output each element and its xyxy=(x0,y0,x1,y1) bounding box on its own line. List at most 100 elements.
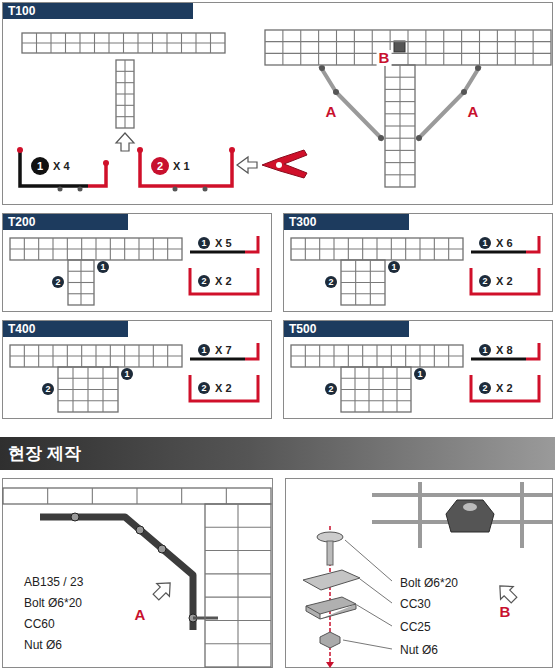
mesh-wire xyxy=(341,389,411,390)
mesh-wire xyxy=(497,30,498,65)
mesh-wire xyxy=(58,400,118,401)
mesh-wire xyxy=(407,30,408,65)
mesh-wire xyxy=(205,527,271,528)
clip-part-2 xyxy=(471,375,539,401)
pliers xyxy=(262,150,307,178)
clip-part-1 xyxy=(190,251,245,254)
left-arrow xyxy=(237,157,257,173)
mesh-wire xyxy=(385,125,415,126)
mesh-wire xyxy=(479,30,480,65)
quantity-label: X 8 xyxy=(495,344,514,357)
callout-number: 1 xyxy=(479,344,491,356)
panel-heading: T300 xyxy=(284,214,409,230)
clip-part-2 xyxy=(140,150,232,186)
mesh-wire xyxy=(58,378,118,379)
wire-mesh-tray xyxy=(58,367,118,412)
mesh-wire xyxy=(58,389,118,390)
part-name: Bolt Ø6*20 xyxy=(22,596,84,610)
model-panel: T400 xyxy=(2,320,272,419)
model-panel: T200 xyxy=(2,213,272,312)
mesh-wire xyxy=(385,174,415,175)
clip-part-1 xyxy=(190,358,245,361)
clip-part-1 xyxy=(20,150,88,186)
mesh-wire xyxy=(116,71,134,72)
mesh-wire xyxy=(205,573,271,574)
mesh-wire xyxy=(461,30,462,65)
pointer-arrow xyxy=(150,576,177,603)
mesh-wire xyxy=(318,30,319,65)
bracket-a xyxy=(417,66,480,140)
quantity-label: X 2 xyxy=(495,382,514,395)
part-name: Nut Ø6 xyxy=(398,643,440,657)
mesh-wire xyxy=(341,400,411,401)
pointer-arrow xyxy=(493,579,520,606)
callout-number: 2 xyxy=(42,383,54,395)
mesh-wire xyxy=(341,271,385,272)
bracket-a xyxy=(320,66,383,140)
part-name: Bolt Ø6*20 xyxy=(398,576,460,590)
model-panel: T300 xyxy=(283,213,553,312)
wire-mesh-tray xyxy=(205,504,271,667)
mesh-wire xyxy=(385,138,415,139)
mesh-wire xyxy=(354,30,355,65)
mesh-wire xyxy=(181,488,182,504)
callout-number: 2 xyxy=(325,383,337,395)
clip-part-1-red xyxy=(526,343,539,359)
detail-letter: B xyxy=(498,604,513,620)
mesh-wire xyxy=(341,282,385,283)
clip-part-1-red xyxy=(526,236,539,252)
cc30-plate xyxy=(303,570,360,590)
callout-number: 2 xyxy=(479,275,491,287)
detail-letter: B xyxy=(377,50,392,66)
clip-part-1-red xyxy=(245,343,258,359)
panel-heading: T200 xyxy=(3,214,128,230)
callout-number: 1 xyxy=(198,344,210,356)
mesh-wire xyxy=(226,488,227,504)
mesh-wire xyxy=(291,248,463,249)
mesh-wire xyxy=(205,597,271,598)
quantity-label: X 4 xyxy=(52,160,71,173)
callout-number: 2 xyxy=(325,276,337,288)
callout-number: 2 xyxy=(52,276,64,288)
clip-part-1-red xyxy=(245,236,258,252)
mesh-wire xyxy=(205,620,271,621)
wire-mesh-tray xyxy=(341,260,385,305)
callout-number: 1 xyxy=(198,237,210,249)
mesh-wire xyxy=(22,42,225,43)
callout-number: 2 xyxy=(198,275,210,287)
callout-number: 2 xyxy=(479,382,491,394)
clamp xyxy=(446,500,494,532)
part-name: CC30 xyxy=(398,597,433,611)
mesh-wire xyxy=(92,488,93,504)
mesh-wire xyxy=(47,488,48,504)
wire-mesh-tray xyxy=(116,60,134,128)
part-name: CC25 xyxy=(398,620,433,634)
detail-letter: A xyxy=(466,104,481,120)
part-name: AB135 / 23 xyxy=(22,575,85,589)
section-heading: 현장 제작 xyxy=(8,437,81,470)
mesh-wire xyxy=(10,355,182,356)
wire-mesh-tray xyxy=(68,260,94,305)
clip-part-1-red xyxy=(88,165,106,186)
wire-mesh-tray xyxy=(291,345,463,367)
mesh-wire xyxy=(10,248,182,249)
clip-part-2 xyxy=(190,375,258,401)
mesh-wires xyxy=(372,482,552,548)
callout-number: 1 xyxy=(388,261,400,273)
wire-mesh-tray xyxy=(341,367,411,412)
cc25-plate xyxy=(306,597,356,619)
clip-part-2 xyxy=(190,268,258,294)
mesh-wire xyxy=(237,504,238,667)
detail-letter: A xyxy=(133,607,148,623)
mesh-wire xyxy=(533,30,534,65)
callout-number: 1 xyxy=(414,368,426,380)
clamp-b xyxy=(394,41,405,52)
quantity-label: X 6 xyxy=(495,237,514,250)
wire-mesh-tray xyxy=(3,488,271,504)
callout-number: 2 xyxy=(151,157,169,175)
mesh-wire xyxy=(68,293,94,294)
clip-part-1 xyxy=(471,251,526,254)
callout-number: 1 xyxy=(97,261,109,273)
detail-panel xyxy=(3,479,273,668)
callout-number: 1 xyxy=(479,237,491,249)
